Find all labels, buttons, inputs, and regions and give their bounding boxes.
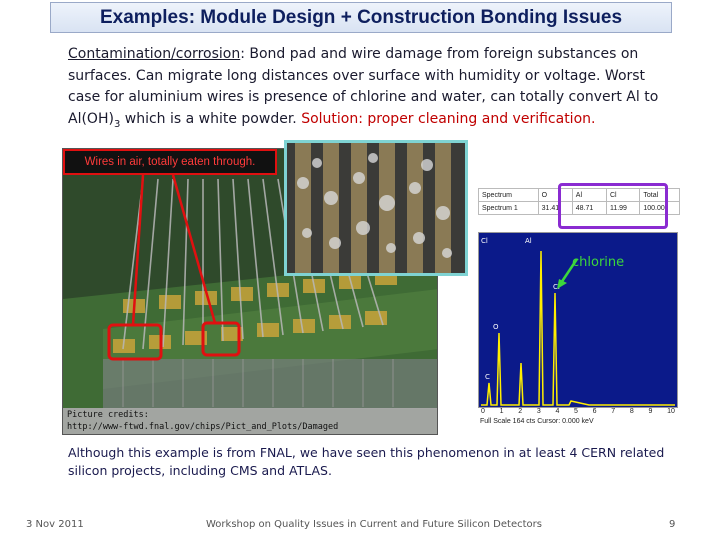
footer-page-number: 9 <box>669 519 676 530</box>
table-cell: 31.41 <box>537 201 573 215</box>
peak-label: O <box>493 323 499 331</box>
table-cell: 11.99 <box>605 201 641 215</box>
spectrum-chart: Cl Al Cl O C <box>478 232 678 408</box>
slide-title: Examples: Module Design + Construction B… <box>99 6 623 28</box>
chlorine-arrowhead <box>557 279 567 289</box>
photo-caption-box: Wires in air, totally eaten through. <box>63 149 277 175</box>
peak-label: C <box>485 373 490 381</box>
body-after-sub: which is a white powder. <box>120 110 302 127</box>
spectrum-axis: 0 1 2 3 4 5 6 7 8 9 10 Full Scale 164 ct… <box>478 408 678 430</box>
solution-text: Solution: proper cleaning and verificati… <box>301 110 596 127</box>
subscript: 3 <box>113 118 121 130</box>
footnote-text: Although this example is from FNAL, we h… <box>68 445 665 478</box>
table-header-cell: Spectrum <box>478 188 539 202</box>
axis-tick: 3 <box>536 408 541 415</box>
composition-table: Spectrum O Al Cl Total Spectrum 1 31.41 … <box>478 188 680 215</box>
corroded-wires-closeup <box>284 140 468 276</box>
body-text: : Bond pad and wire damage from foreign … <box>68 46 659 127</box>
axis-tick: 6 <box>592 408 597 415</box>
axis-tick: 2 <box>518 408 523 415</box>
axis-ticks: 0 1 2 3 4 5 6 7 8 9 10 <box>478 408 678 415</box>
credits-url: http://www-ftwd.fnal.gov/chips/Pict_and_… <box>67 422 339 432</box>
axis-tick: 4 <box>555 408 560 415</box>
spectrum-plot: Cl Al Cl O C <box>481 237 675 406</box>
picture-credits: Picture credits: http://www-ftwd.fnal.go… <box>63 408 437 434</box>
cl-column-highlight <box>558 183 668 229</box>
peak-label: Al <box>525 237 532 245</box>
peak-label: Cl <box>481 237 488 245</box>
chlorine-arrow <box>559 258 579 284</box>
axis-tick: 0 <box>481 408 485 415</box>
title-banner: Examples: Module Design + Construction B… <box>50 2 672 33</box>
body-paragraph: Contamination/corrosion: Bond pad and wi… <box>68 44 678 135</box>
chlorine-annotation: chlorine <box>572 255 625 270</box>
footer-date: 3 Nov 2011 <box>26 519 84 530</box>
photo-caption: Wires in air, totally eaten through. <box>84 156 256 168</box>
axis-tick: 1 <box>499 408 504 415</box>
closeup-drawing <box>287 143 465 273</box>
axis-tick: 5 <box>574 408 578 415</box>
footer-workshop: Workshop on Quality Issues in Current an… <box>206 519 542 530</box>
eds-spectrum-panel: Spectrum O Al Cl Total Spectrum 1 31.41 … <box>474 180 684 430</box>
axis-tick: 9 <box>648 408 653 415</box>
axis-tick: 8 <box>629 408 634 415</box>
spectrum-trace <box>481 250 675 406</box>
peak-label: Cl <box>553 283 560 291</box>
lead-term: Contamination/corrosion <box>68 46 241 62</box>
scale-text: Full Scale 164 cts Cursor: 0.000 keV <box>480 418 594 425</box>
axis-tick: 10 <box>667 408 675 415</box>
table-cell: 100.00 <box>639 201 680 215</box>
axis-tick: 7 <box>611 408 616 415</box>
credits-heading: Picture credits: <box>67 410 149 420</box>
table-cell: Spectrum 1 <box>478 201 539 215</box>
